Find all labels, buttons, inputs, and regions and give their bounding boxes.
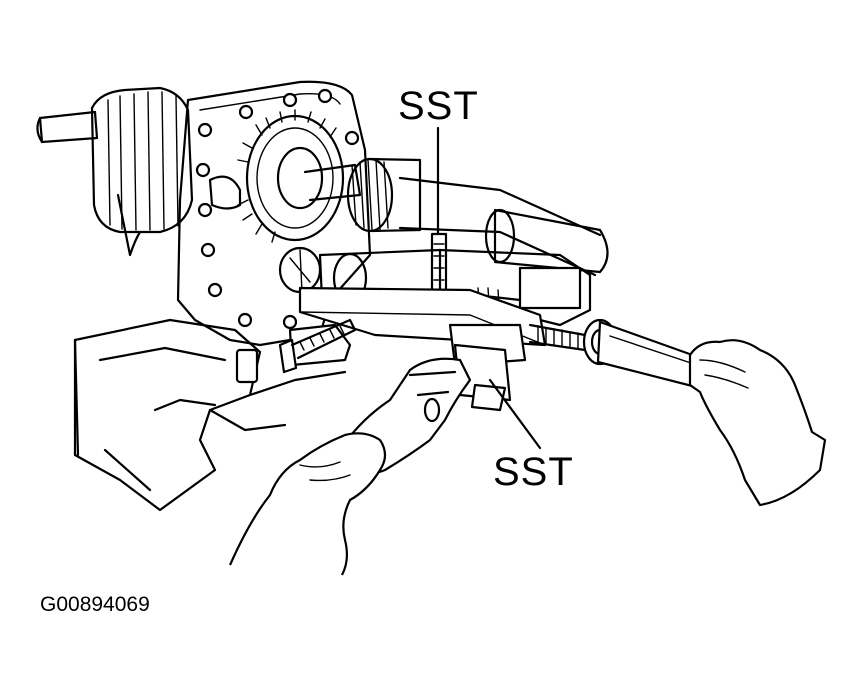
figure-code: G00894069 [40,593,150,616]
left-hand [228,432,387,576]
sst-bottom-leader [488,378,542,450]
sst-top-label: SST [398,84,479,128]
workbench-base [73,318,347,512]
input-shaft-left [36,110,99,144]
sst-bottom-label: SST [493,450,574,494]
main-shaft-gear [237,109,345,243]
puller-bolt-left [278,318,357,374]
right-hand [688,339,827,507]
main-shaft [303,157,609,277]
case-plate [176,80,372,384]
puller-frame [288,286,547,412]
rear-housing [90,86,194,257]
